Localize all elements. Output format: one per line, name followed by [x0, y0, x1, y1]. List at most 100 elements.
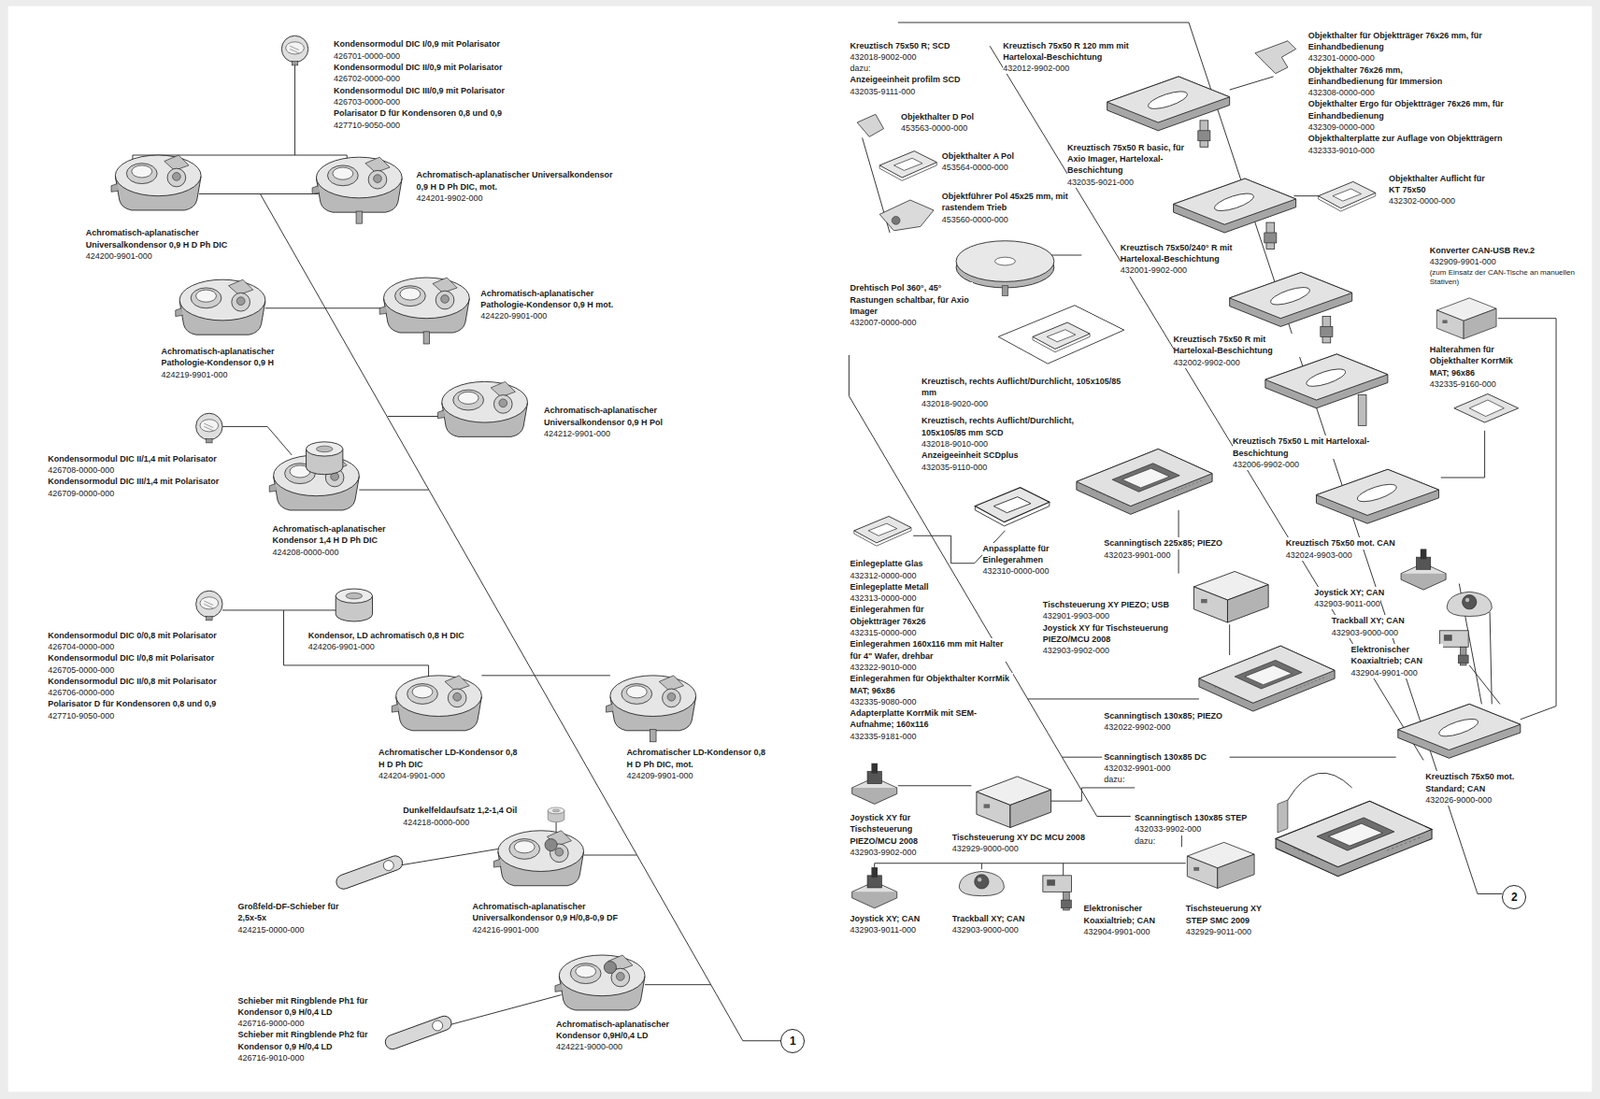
part-name: Kreuztisch 75x50 R; SCD	[850, 40, 951, 52]
part-name: Tischsteuerung XY STEP SMC 2009	[1185, 902, 1278, 927]
label-group: Kreuztisch 75x50/240° R mit Harteloxal-B…	[1120, 242, 1258, 277]
part-name: Achromatischer LD-Kondensor 0,8 H D Ph D…	[626, 746, 770, 771]
part-name: Kreuztisch 75x50/240° R mit Harteloxal-B…	[1120, 242, 1258, 266]
part-number: 424209-9901-000	[626, 770, 693, 782]
part-number: 432312-0000-000	[850, 570, 917, 582]
label-group: Achromatisch-aplanatischer Universalkond…	[85, 227, 255, 262]
label-group: Scanningtisch 130x85; PIEZO432022-9902-0…	[1103, 710, 1223, 734]
part-number: 432904-9901-000	[1351, 667, 1418, 679]
part-name: Elektronischer Koaxialtrieb; CAN	[1084, 902, 1176, 927]
label-group: Joystick XY für Tischsteuerung PIEZO/MCU…	[850, 812, 943, 858]
label-group: Elektronischer Koaxialtrieb; CAN432904-9…	[1084, 902, 1176, 938]
part-name: Objekthalter 76x26 mm, Einhandbedienung …	[1308, 64, 1462, 88]
callout-number: 2	[1501, 885, 1527, 910]
part-number: 426705-0000-000	[47, 664, 115, 676]
label-group: Objekthalter D Pol453563-0000-000	[900, 111, 974, 135]
part-name: Kondensor, LD achromatisch 0,8 H DIC	[308, 629, 465, 642]
label-group: Tischsteuerung XY STEP SMC 2009432929-90…	[1185, 902, 1278, 938]
part-number: 432310-0000-000	[982, 565, 1049, 577]
label-group: Kreuztisch 75x50 R 120 mm mit Harteloxal…	[1002, 40, 1140, 75]
part-number: 432903-9011-000	[850, 924, 916, 936]
part-number: 432903-9011-000	[1314, 598, 1380, 610]
part-name: Einlegerahmen 160x116 mm mit Halter für …	[850, 638, 1015, 662]
callout-number: 1	[780, 1028, 805, 1054]
part-number: 424206-9901-000	[308, 641, 375, 653]
part-name: Objekthalter für Objektträger 76x26 mm, …	[1308, 29, 1508, 54]
part-name: Trackball XY; CAN	[952, 913, 1026, 925]
part-name: Tischsteuerung XY DC MCU 2008	[952, 831, 1086, 843]
part-number: 426703-0000-000	[333, 96, 400, 108]
part-number: 432035-9110-000	[921, 461, 987, 473]
part-name: Achromatisch-aplanatischer Pathologie-Ko…	[161, 345, 300, 370]
part-number: 453563-0000-000	[900, 122, 968, 134]
part-number: 432035-9111-000	[850, 85, 916, 98]
callout-text: 2	[1511, 890, 1518, 904]
part-name: Schieber mit Ringblende Ph2 für Kondenso…	[237, 1028, 375, 1053]
part-name: Achromatisch-aplanatischer Kondensor 1,4…	[272, 523, 411, 547]
label-group: Kreuztisch 75x50 mot. CAN432024-9903-000	[1285, 537, 1396, 561]
label-group: Joystick XY; CAN432903-9011-000	[850, 913, 921, 937]
label-group: Objekthalter A Pol453564-0000-000	[942, 150, 1015, 174]
part-name: Objekthalter Ergo für Objektträger 76x26…	[1308, 98, 1531, 122]
label-group: Scanningtisch 225x85; PIEZO432023-9901-0…	[1103, 537, 1223, 561]
part-name: Scanningtisch 130x85; PIEZO	[1103, 710, 1223, 722]
label-group: Tischsteuerung XY DC MCU 2008432929-9000…	[952, 831, 1086, 856]
part-name: Objektführer Pol 45x25 mm, mit rastendem…	[942, 190, 1075, 215]
label-group: Achromatisch-aplanatischer Kondensor 1,4…	[272, 523, 411, 558]
part-number: 426701-0000-000	[333, 50, 400, 62]
part-name: Adapterplatte KorrMik mit SEM-Aufnahme; …	[850, 707, 1015, 731]
part-name: Elektronischer Koaxialtrieb; CAN	[1351, 643, 1443, 668]
part-name: Scanningtisch 130x85 DC	[1103, 751, 1207, 763]
part-number: 432026-9000-000	[1425, 794, 1492, 806]
callout-text: 1	[789, 1034, 797, 1048]
part-number: 424216-9901-000	[472, 924, 540, 936]
part-number: 426704-0000-000	[47, 641, 115, 653]
part-number: dazu:	[1134, 835, 1156, 847]
part-name: Konverter CAN-USB Rev.2	[1429, 244, 1535, 257]
part-number: dazu:	[850, 62, 872, 74]
label-group: Trackball XY; CAN432903-9000-000	[952, 913, 1026, 937]
part-name: Achromatischer LD-Kondensor 0,8 H D Ph D…	[378, 746, 522, 771]
part-number: 427710-9050-000	[333, 119, 400, 131]
part-name: Kreuztisch, rechts Auflicht/Durchlicht, …	[921, 375, 1126, 400]
part-number: 432002-9902-000	[1173, 357, 1241, 369]
part-name: Dunkelfeldaufsatz 1,2-1,4 Oil	[402, 804, 517, 816]
part-number: 427710-9050-000	[47, 710, 115, 722]
part-name: Objekthalterplatte zur Auflage von Objek…	[1308, 132, 1503, 144]
label-group: Elektronischer Koaxialtrieb; CAN432904-9…	[1351, 643, 1443, 679]
part-number: 432032-9901-000	[1103, 762, 1171, 774]
part-number: 432018-9002-000	[850, 51, 917, 63]
part-name: Scanningtisch 130x85 STEP	[1134, 812, 1247, 824]
part-number: 432909-9901-000	[1429, 256, 1497, 268]
part-name: Tischsteuerung XY PIEZO; USB	[1042, 599, 1170, 611]
part-name: Einlegeplatte Glas	[850, 557, 924, 570]
part-name: Joystick XY; CAN	[1314, 586, 1385, 599]
part-number: 432903-9000-000	[952, 924, 1019, 936]
part-name: Objekthalter D Pol	[900, 111, 974, 123]
label-group: Tischsteuerung XY PIEZO; USB432901-9903-…	[1042, 599, 1197, 657]
label-group: Achromatisch-aplanatischer Universalkond…	[543, 404, 687, 440]
part-number: 432024-9903-000	[1285, 549, 1353, 561]
part-name: Kreuztisch 75x50 mot. CAN	[1285, 537, 1396, 549]
part-number: 424204-9901-000	[378, 770, 445, 782]
part-number: 432022-9902-000	[1103, 721, 1171, 733]
part-number: 424212-9901-000	[543, 428, 611, 440]
part-name: Einlegerahmen für Objektträger 76x26	[850, 603, 963, 628]
part-number: 432903-9902-000	[850, 846, 917, 858]
part-name: Achromatisch-aplanatischer Universalkond…	[415, 169, 615, 193]
part-number: 432335-9160-000	[1429, 378, 1497, 390]
part-number: 432023-9901-000	[1103, 549, 1171, 561]
part-number: 432012-9902-000	[1002, 62, 1070, 74]
label-group: Trackball XY; CAN432903-9000-000	[1331, 614, 1405, 639]
part-number: 432333-9010-000	[1308, 144, 1375, 157]
part-number: 426706-0000-000	[47, 686, 115, 699]
part-number: 432001-9902-000	[1120, 264, 1187, 276]
label-group: Kreuztisch 75x50 L mit Harteloxal-Beschi…	[1232, 435, 1371, 471]
label-group: Objekthalter für Objektträger 76x26 mm, …	[1308, 29, 1531, 157]
label-group: Achromatisch-aplanatischer Universalkond…	[415, 169, 615, 204]
part-number: 424215-0000-000	[237, 924, 304, 936]
part-number: 426702-0000-000	[333, 72, 400, 85]
part-name: Kondensormodul DIC II/0,9 mit Polarisato…	[333, 61, 503, 73]
part-name: Achromatisch-aplanatischer Pathologie-Ko…	[480, 287, 639, 312]
